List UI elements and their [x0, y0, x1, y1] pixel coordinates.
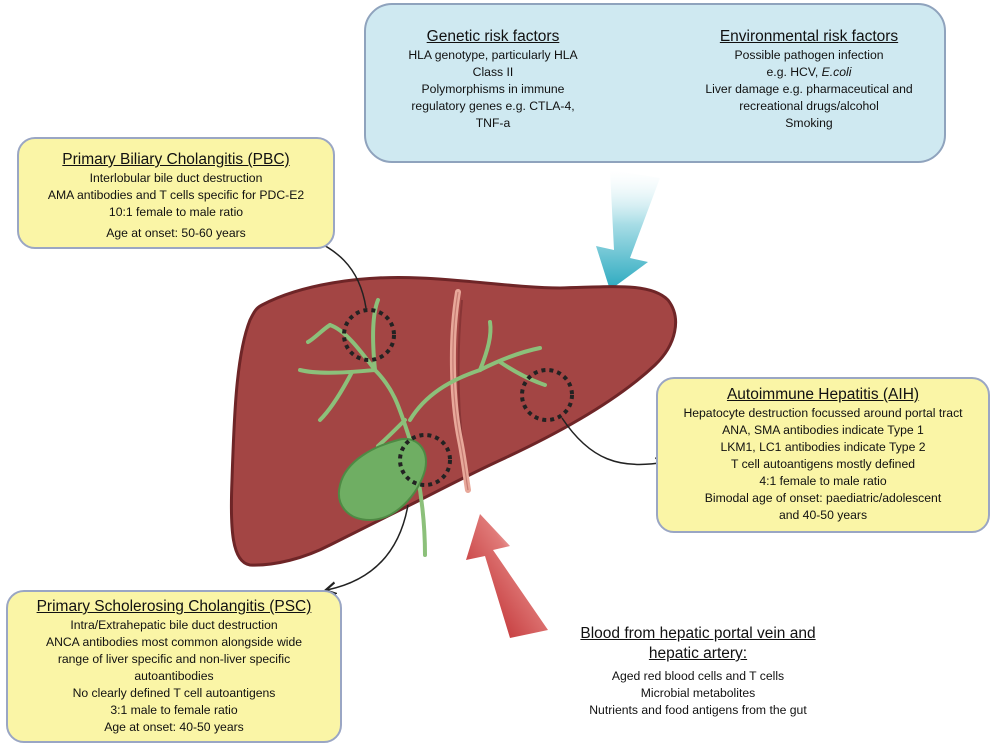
- blood-line: Aged red blood cells and T cells: [611, 669, 785, 683]
- pbc-box: Primary Biliary Cholangitis (PBC) Interl…: [17, 137, 335, 249]
- genetic-line: Class II: [472, 65, 514, 79]
- aih-line: Bimodal age of onset: paediatric/adolesc…: [704, 491, 942, 505]
- genetic-line: Polymorphisms in immune: [421, 82, 565, 96]
- bile-ducts: [298, 298, 547, 557]
- psc-line: No clearly defined T cell autoantigens: [72, 686, 276, 700]
- pbc-circle: [342, 308, 396, 362]
- environmental-line: Liver damage e.g. pharmaceutical and: [705, 82, 913, 96]
- psc-line: range of liver specific and non-liver sp…: [57, 652, 291, 666]
- pbc-line: Age at onset: 50-60 years: [106, 226, 246, 240]
- aih-line: LKM1, LC1 antibodies indicate Type 2: [720, 440, 926, 454]
- psc-line: ANCA antibodies most common alongside wi…: [45, 635, 303, 649]
- genetic-line: regulatory genes e.g. CTLA-4,: [411, 99, 575, 113]
- genetic-risk-title: Genetic risk factors: [426, 28, 560, 45]
- genetic-risk-column: Genetic risk factors HLA genotype, parti…: [378, 27, 608, 132]
- blood-title-line: hepatic artery:: [648, 645, 748, 662]
- environmental-line: Possible pathogen infection: [734, 48, 884, 62]
- psc-line: Age at onset: 40-50 years: [104, 720, 244, 734]
- psc-circle: [398, 433, 452, 487]
- genetic-line: TNF-a: [475, 116, 511, 130]
- aih-box: Autoimmune Hepatitis (AIH) Hepatocyte de…: [656, 377, 990, 533]
- psc-line: Intra/Extrahepatic bile duct destruction: [70, 618, 278, 632]
- aih-circle: [520, 368, 574, 422]
- aih-title: Autoimmune Hepatitis (AIH): [726, 386, 920, 403]
- psc-box: Primary Scholerosing Cholangitis (PSC) I…: [6, 590, 342, 743]
- psc-line: autoantibodies: [134, 669, 214, 683]
- aih-connector: [561, 417, 665, 465]
- environmental-line: recreational drugs/alcohol: [739, 99, 879, 113]
- genetic-line: HLA genotype, particularly HLA: [408, 48, 578, 62]
- blood-line: Nutrients and food antigens from the gut: [589, 703, 807, 717]
- pbc-line: Interlobular bile duct destruction: [89, 171, 263, 185]
- aih-line: 4:1 female to male ratio: [759, 474, 887, 488]
- red-arrow: [466, 514, 548, 638]
- aih-line: Hepatocyte destruction focussed around p…: [683, 406, 963, 420]
- pbc-line: 10:1 female to male ratio: [108, 205, 244, 219]
- environmental-example-italic: E.coli: [821, 65, 852, 79]
- aih-line: and 40-50 years: [778, 508, 868, 522]
- teal-arrow: [596, 170, 660, 290]
- environmental-risk-title: Environmental risk factors: [719, 28, 899, 45]
- pbc-line: AMA antibodies and T cells specific for …: [47, 188, 305, 202]
- environmental-risk-column: Environmental risk factors Possible path…: [684, 27, 934, 132]
- environmental-example-prefix: e.g. HCV,: [766, 65, 819, 79]
- psc-connector: [327, 504, 409, 590]
- psc-title: Primary Scholerosing Cholangitis (PSC): [36, 598, 312, 615]
- psc-line: 3:1 male to female ratio: [110, 703, 238, 717]
- aih-line: T cell autoantigens mostly defined: [730, 457, 916, 471]
- gallbladder: [337, 437, 427, 522]
- risk-factors-box: Genetic risk factors HLA genotype, parti…: [364, 3, 946, 163]
- environmental-example: e.g. HCV, E.coli: [684, 64, 934, 81]
- environmental-line: Smoking: [785, 116, 833, 130]
- blood-title-line: Blood from hepatic portal vein and: [580, 625, 816, 642]
- aih-line: ANA, SMA antibodies indicate Type 1: [722, 423, 924, 437]
- pbc-title: Primary Biliary Cholangitis (PBC): [62, 151, 290, 168]
- blood-line: Microbial metabolites: [640, 686, 756, 700]
- blood-source-text: Blood from hepatic portal vein and hepat…: [548, 624, 848, 719]
